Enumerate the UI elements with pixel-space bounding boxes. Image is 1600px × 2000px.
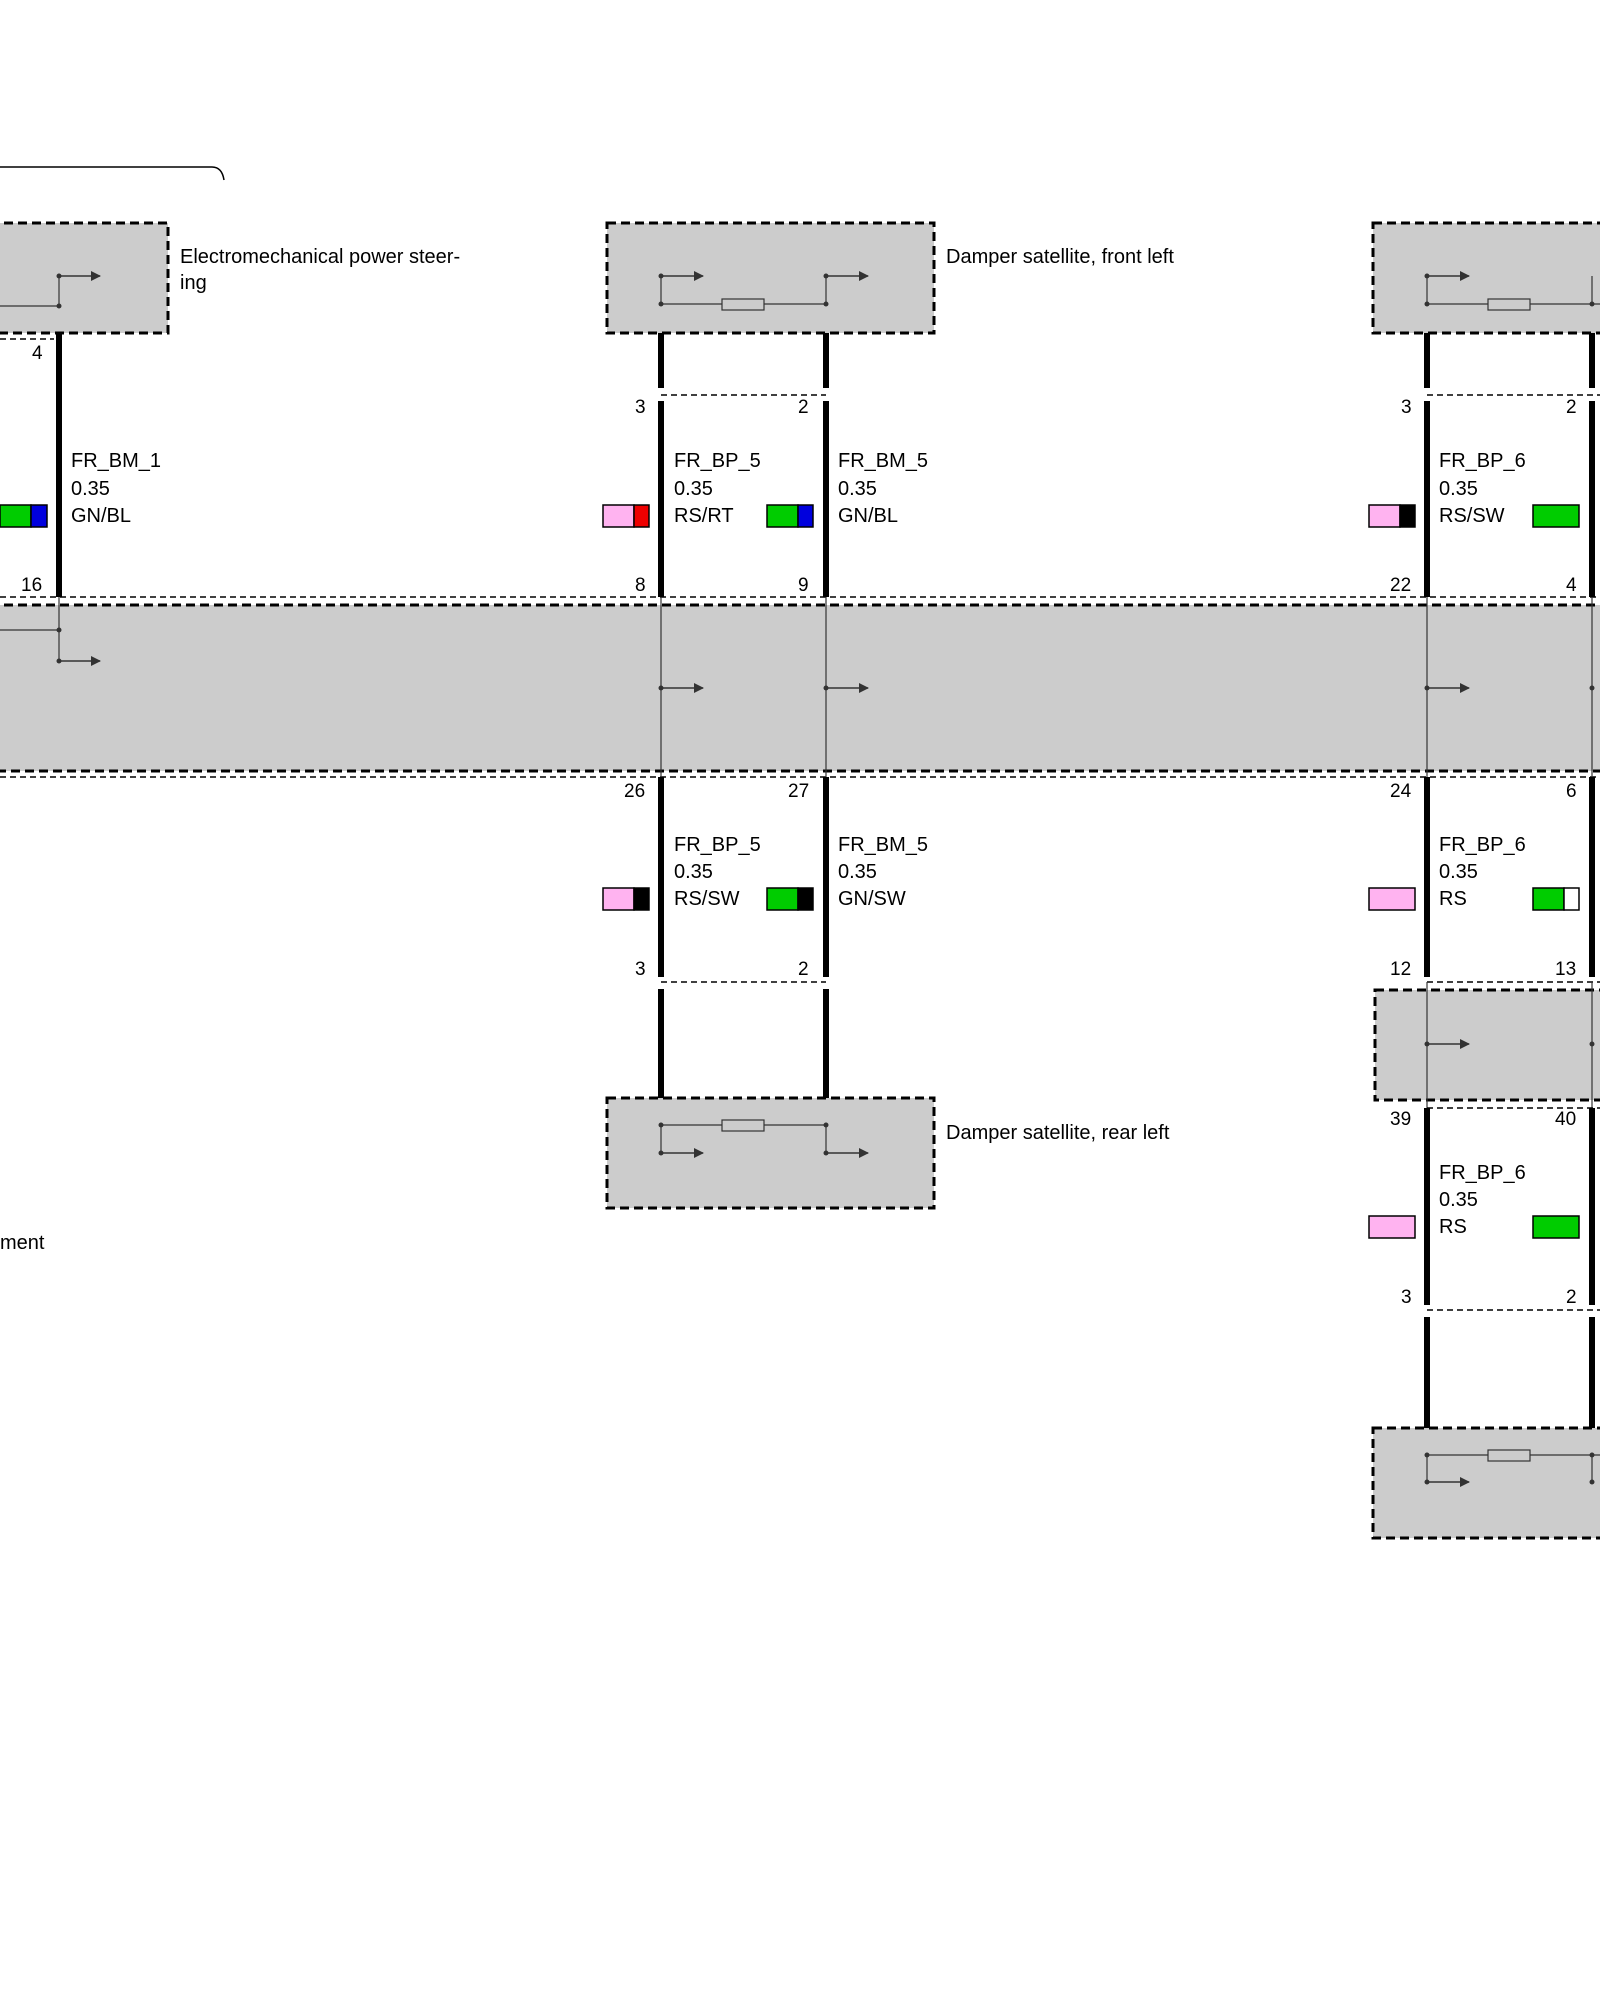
swatch-green — [1532, 887, 1565, 911]
wire-size: 0.35 — [71, 478, 110, 500]
swatch-pink — [1368, 887, 1416, 911]
resistor-icon — [721, 1119, 765, 1132]
pin-number: 40 — [1555, 1109, 1576, 1130]
pin-number: 27 — [788, 781, 809, 802]
wire-color: RS/SW — [674, 888, 740, 910]
wire-signal: FR_BP_5 — [674, 450, 761, 472]
swatch-pink — [602, 504, 635, 528]
swatch-green — [766, 887, 799, 911]
central-module-label-partial: ment — [0, 1232, 45, 1254]
wire-size: 0.35 — [1439, 861, 1478, 883]
wire-signal: FR_BP_5 — [674, 834, 761, 856]
wire-signal: FR_BP_6 — [1439, 1162, 1526, 1184]
wire-signal: FR_BM_5 — [838, 834, 928, 856]
swatch-pink — [1368, 1215, 1416, 1239]
pin-number: 39 — [1390, 1109, 1411, 1130]
swatch-blue — [797, 504, 814, 528]
resistor-icon — [1487, 1449, 1531, 1462]
pin-number: 4 — [32, 343, 43, 364]
damper-satellite-rear-right — [1371, 1426, 1600, 1540]
pin-number: 8 — [635, 575, 646, 596]
junction-module-right — [1373, 982, 1600, 1108]
wire-size: 0.35 — [1439, 1189, 1478, 1211]
swatch-blue — [30, 504, 48, 528]
pin-number: 13 — [1555, 959, 1576, 980]
swatch-green — [0, 504, 32, 528]
power-steering-label: Electromechanical power steer- — [180, 246, 460, 268]
wire-color: RS/SW — [1439, 505, 1505, 527]
wire-color: GN/SW — [838, 888, 906, 910]
damper-satellite-front-right — [1371, 221, 1600, 335]
pin-number: 3 — [1401, 397, 1412, 418]
resistor-icon — [721, 298, 765, 311]
pin-number: 2 — [1566, 1287, 1577, 1308]
pin-number: 3 — [635, 959, 646, 980]
resistor-icon — [1487, 298, 1531, 311]
wire-size: 0.35 — [674, 861, 713, 883]
group-bracket — [0, 166, 225, 181]
swatch-white — [1563, 887, 1580, 911]
pin-number: 2 — [798, 959, 809, 980]
color-swatches — [0, 504, 1580, 1239]
swatch-pink — [1368, 504, 1401, 528]
pin-number: 2 — [1566, 397, 1577, 418]
swatch-green — [766, 504, 799, 528]
wire-signal: FR_BP_6 — [1439, 450, 1526, 472]
damper-satellite-rear-left — [605, 1096, 936, 1210]
pin-number: 26 — [624, 781, 645, 802]
damper-rear-left-label: Damper satellite, rear left — [946, 1122, 1170, 1144]
wire-signal: FR_BP_6 — [1439, 834, 1526, 856]
wire-size: 0.35 — [1439, 478, 1478, 500]
wire-size: 0.35 — [838, 861, 877, 883]
wire-color: RS — [1439, 888, 1467, 910]
pin-number: 22 — [1390, 575, 1411, 596]
wire-color: RS — [1439, 1216, 1467, 1238]
pin-number: 6 — [1566, 781, 1577, 802]
pin-number: 3 — [1401, 1287, 1412, 1308]
pin-number: 4 — [1566, 575, 1577, 596]
power-steering-module — [0, 221, 170, 335]
swatch-black — [1399, 504, 1416, 528]
damper-front-left-label: Damper satellite, front left — [946, 246, 1174, 268]
wire-size: 0.35 — [674, 478, 713, 500]
swatch-pink — [602, 887, 635, 911]
wires — [56, 333, 1595, 1428]
wire-color: GN/BL — [838, 505, 898, 527]
wire-color: GN/BL — [71, 505, 131, 527]
wire-size: 0.35 — [838, 478, 877, 500]
swatch-green — [1532, 504, 1580, 528]
pin-number: 24 — [1390, 781, 1412, 802]
wire-color: RS/RT — [674, 505, 734, 527]
swatch-black — [633, 887, 650, 911]
wire-signal: FR_BM_1 — [71, 450, 161, 472]
swatch-red — [633, 504, 650, 528]
central-module — [0, 596, 1600, 778]
damper-satellite-front-left — [605, 221, 936, 335]
pin-number: 9 — [798, 575, 809, 596]
pin-number: 12 — [1390, 959, 1411, 980]
pin-number: 16 — [21, 575, 42, 596]
pin-number: 2 — [798, 397, 809, 418]
swatch-green — [1532, 1215, 1580, 1239]
power-steering-label-cont: ing — [180, 272, 207, 294]
swatch-black — [797, 887, 814, 911]
wire-signal: FR_BM_5 — [838, 450, 928, 472]
pin-number: 3 — [635, 397, 646, 418]
